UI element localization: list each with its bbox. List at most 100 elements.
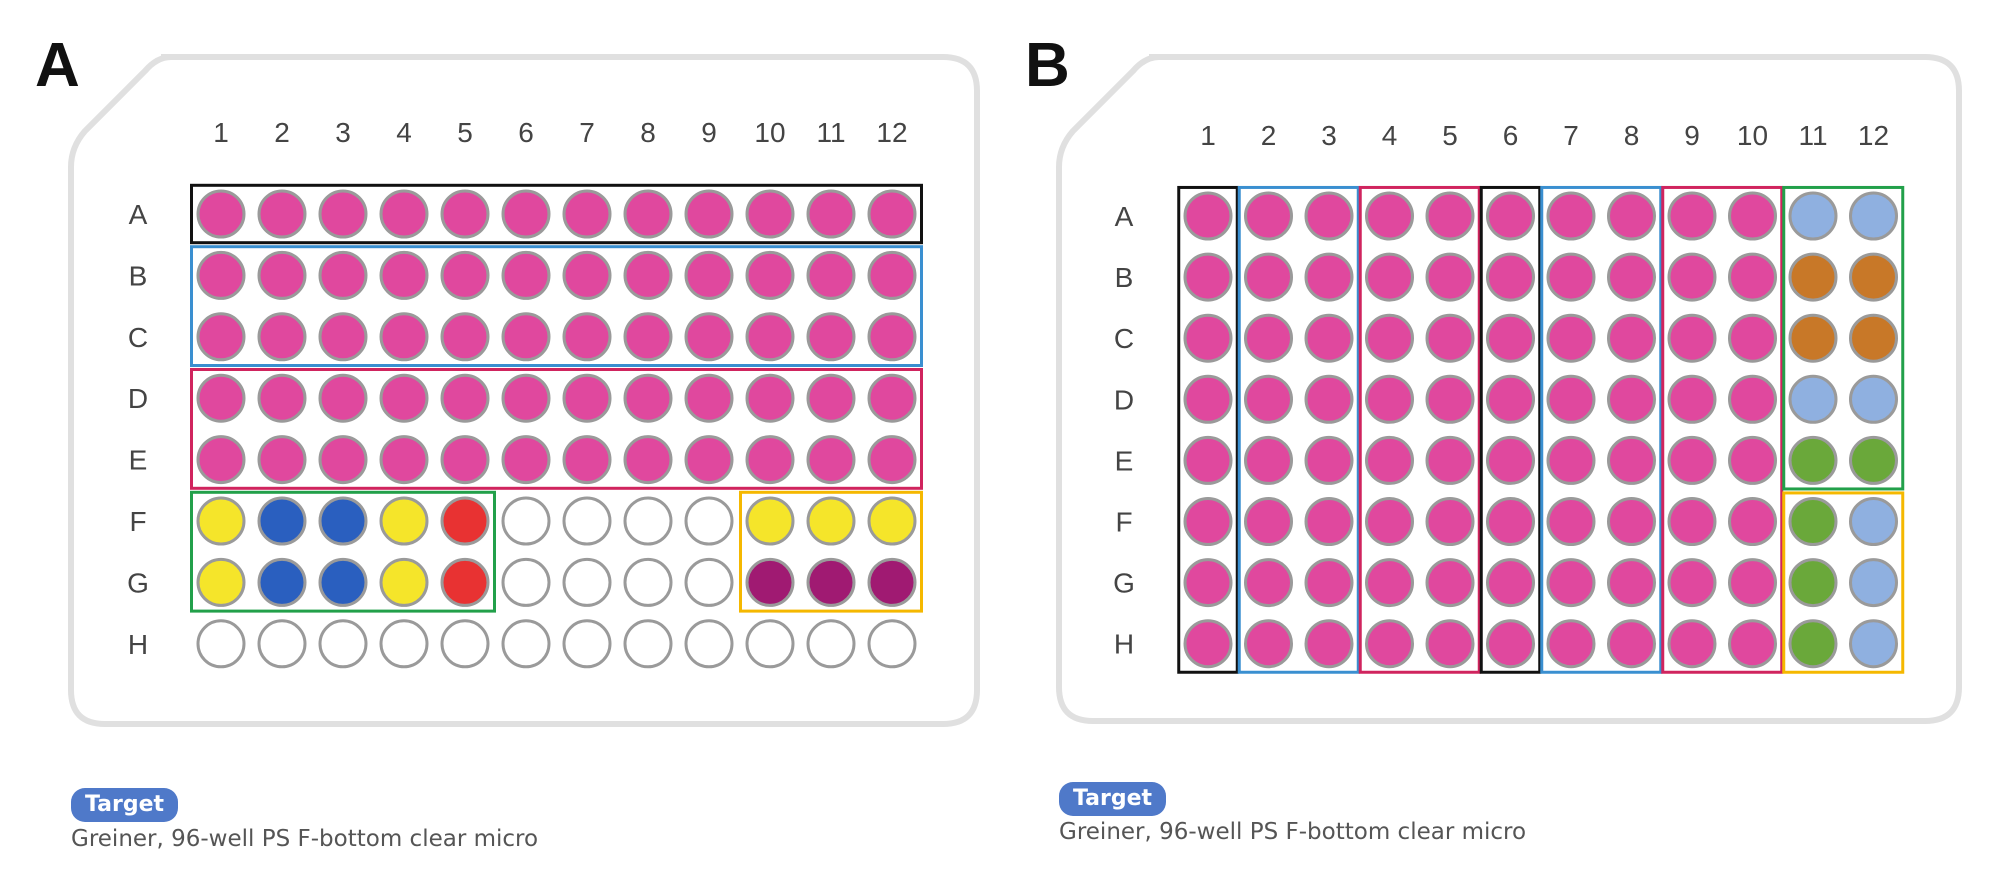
well-G6 — [1486, 558, 1535, 608]
well-C7 — [1546, 313, 1596, 363]
well-H10 — [1728, 619, 1777, 669]
group-box — [1540, 185, 1663, 674]
well-F11 — [806, 496, 856, 546]
well-C8 — [1607, 313, 1656, 363]
well-D9 — [1667, 374, 1717, 424]
well-B8 — [623, 250, 673, 300]
well-B3 — [1304, 252, 1354, 302]
well-A11 — [806, 189, 856, 239]
well-B11 — [806, 250, 856, 300]
well-B6 — [1486, 252, 1535, 302]
well-C11 — [1788, 313, 1838, 363]
well-G10 — [1728, 558, 1777, 608]
well-B9 — [1667, 252, 1717, 302]
group-box — [1479, 185, 1542, 674]
well-C5 — [440, 312, 490, 362]
column-label: 9 — [701, 117, 717, 148]
well-A2 — [1244, 191, 1293, 241]
row-label: C — [128, 322, 148, 353]
well-E12 — [1849, 435, 1898, 485]
group-box — [1782, 185, 1905, 491]
group-box — [190, 490, 496, 613]
well-F3 — [318, 496, 368, 546]
well-D11 — [806, 373, 856, 423]
well-B10 — [1728, 252, 1777, 302]
row-label: D — [1114, 384, 1134, 415]
row-label: D — [128, 383, 148, 414]
well-G8 — [1607, 558, 1656, 608]
well-F11 — [1788, 497, 1838, 546]
well-E1 — [196, 435, 246, 485]
well-A4 — [1365, 191, 1414, 241]
well-C2 — [257, 312, 307, 362]
row-label: E — [1115, 445, 1134, 476]
row-label: F — [129, 506, 146, 537]
well-H2 — [257, 619, 307, 669]
well-G9 — [1667, 558, 1717, 608]
well-A10 — [1728, 191, 1777, 241]
group-box — [1177, 185, 1239, 674]
well-H12 — [1849, 619, 1898, 669]
well-D2 — [257, 373, 307, 423]
well-E6 — [501, 435, 551, 485]
well-F10 — [1728, 497, 1777, 546]
well-G3 — [318, 557, 368, 607]
well-A6 — [501, 189, 551, 239]
well-C6 — [501, 312, 551, 362]
well-C3 — [1304, 313, 1354, 363]
well-H5 — [1425, 619, 1475, 669]
well-G7 — [562, 557, 612, 607]
well-B2 — [1244, 252, 1293, 302]
group-box — [1358, 185, 1481, 674]
well-H7 — [562, 619, 612, 669]
well-C1 — [196, 312, 246, 362]
well-C3 — [318, 312, 368, 362]
well-G6 — [501, 557, 551, 607]
well-E10 — [1728, 435, 1777, 485]
column-label: 11 — [816, 117, 845, 148]
well-B7 — [1546, 252, 1596, 302]
well-D8 — [1607, 374, 1656, 424]
column-label: 10 — [754, 117, 785, 148]
well-B12 — [1849, 252, 1898, 302]
well-H4 — [1365, 619, 1414, 669]
well-D5 — [1425, 374, 1475, 424]
well-B5 — [440, 250, 490, 300]
well-F7 — [562, 496, 612, 546]
well-A3 — [318, 189, 368, 239]
well-D1 — [196, 373, 246, 423]
well-G4 — [379, 557, 429, 607]
well-D7 — [1546, 374, 1596, 424]
well-H2 — [1244, 619, 1293, 669]
well-E8 — [1607, 435, 1656, 485]
well-A9 — [1667, 191, 1717, 241]
column-label: 4 — [1382, 120, 1398, 151]
well-C10 — [745, 312, 795, 362]
row-label: B — [1115, 262, 1134, 293]
well-E9 — [1667, 435, 1717, 485]
well-B11 — [1788, 252, 1838, 302]
well-G5 — [440, 557, 490, 607]
well-C6 — [1486, 313, 1535, 363]
group-box — [1782, 491, 1905, 674]
well-G11 — [1788, 558, 1838, 608]
row-label: B — [129, 260, 148, 291]
well-C1 — [1183, 313, 1233, 363]
well-F6 — [501, 496, 551, 546]
well-B10 — [745, 250, 795, 300]
column-label: 12 — [876, 117, 907, 148]
well-B12 — [867, 250, 917, 300]
well-E8 — [623, 435, 673, 485]
row-label: A — [1115, 201, 1134, 232]
well-B3 — [318, 250, 368, 300]
well-E5 — [440, 435, 490, 485]
well-C12 — [1849, 313, 1898, 363]
well-F8 — [623, 496, 673, 546]
well-E1 — [1183, 435, 1233, 485]
well-B4 — [379, 250, 429, 300]
well-A2 — [257, 189, 307, 239]
well-F1 — [1183, 497, 1233, 546]
row-label: C — [1114, 323, 1134, 354]
target-badge-b: Target — [1059, 782, 1167, 816]
